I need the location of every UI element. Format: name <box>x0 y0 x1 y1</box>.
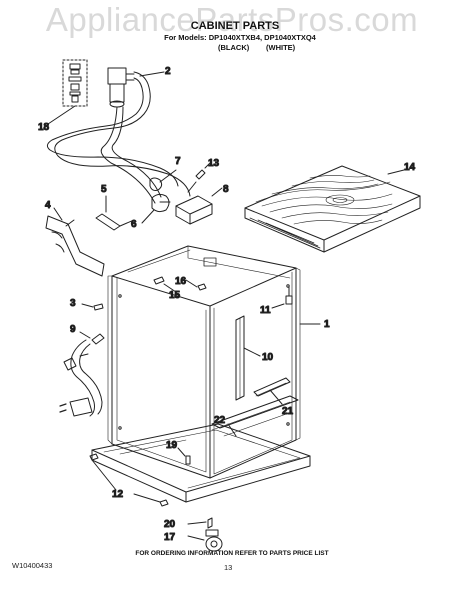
callout-9: 9 <box>70 324 76 335</box>
part-8-bracket <box>175 187 223 225</box>
callout-10: 10 <box>262 352 274 363</box>
callout-16: 16 <box>175 276 187 287</box>
part-12-screws <box>89 453 169 507</box>
part-22-base-rails <box>211 395 299 437</box>
part-5-strap <box>95 195 135 231</box>
part-20-caster-screw <box>187 517 213 529</box>
diagram-title: CABINET PARTS <box>190 20 280 32</box>
part-17-caster <box>187 529 223 552</box>
part-11-screw <box>271 285 293 309</box>
callout-17: 17 <box>164 532 176 543</box>
part-15-clip <box>153 276 177 293</box>
callout-14: 14 <box>404 162 416 173</box>
callout-5: 5 <box>101 184 107 195</box>
color-white-label: (WHITE) <box>266 43 296 52</box>
part-18-inlet-fittings <box>47 59 88 125</box>
base-frame <box>91 423 311 503</box>
part-16-clip <box>185 279 207 291</box>
callout-22: 22 <box>214 415 226 426</box>
callout-8: 8 <box>223 184 229 195</box>
ordering-note: FOR ORDERING INFORMATION REFER TO PARTS … <box>135 550 329 557</box>
callout-7: 7 <box>175 156 181 167</box>
watermark: AppliancePartsPros.com <box>45 1 419 38</box>
callout-1: 1 <box>324 319 330 330</box>
callout-12: 12 <box>112 489 124 500</box>
part-4-rear-bracket <box>45 207 105 277</box>
callout-18: 18 <box>38 122 50 133</box>
part-6-hose-end <box>141 193 171 224</box>
part-3-screw <box>81 303 104 311</box>
callout-15: 15 <box>169 290 181 301</box>
color-black-label: (BLACK) <box>218 43 250 52</box>
callout-20: 20 <box>164 519 176 530</box>
document-id: W10400433 <box>12 561 53 570</box>
callout-6: 6 <box>131 219 137 230</box>
page-number: 13 <box>224 563 233 572</box>
part-14-wood-top <box>244 165 421 253</box>
part-9-power-cord <box>59 331 105 417</box>
part-21-brace <box>253 377 291 405</box>
part-1-cabinet <box>107 245 321 479</box>
part-13-screw <box>187 162 211 193</box>
callout-4: 4 <box>45 200 51 211</box>
callout-13: 13 <box>208 158 220 169</box>
part-7-clamp <box>149 169 177 191</box>
callout-11: 11 <box>260 305 271 316</box>
part-10-channel <box>235 315 261 401</box>
callout-3: 3 <box>70 298 76 309</box>
callout-19: 19 <box>166 440 178 451</box>
model-list: For Models: DP1040XTXB4, DP1040XTXQ4 <box>164 33 316 42</box>
part-19-screw <box>177 447 191 465</box>
part-2-hose-assembly <box>46 67 191 204</box>
callout-21: 21 <box>282 406 294 417</box>
callout-2: 2 <box>165 66 171 77</box>
